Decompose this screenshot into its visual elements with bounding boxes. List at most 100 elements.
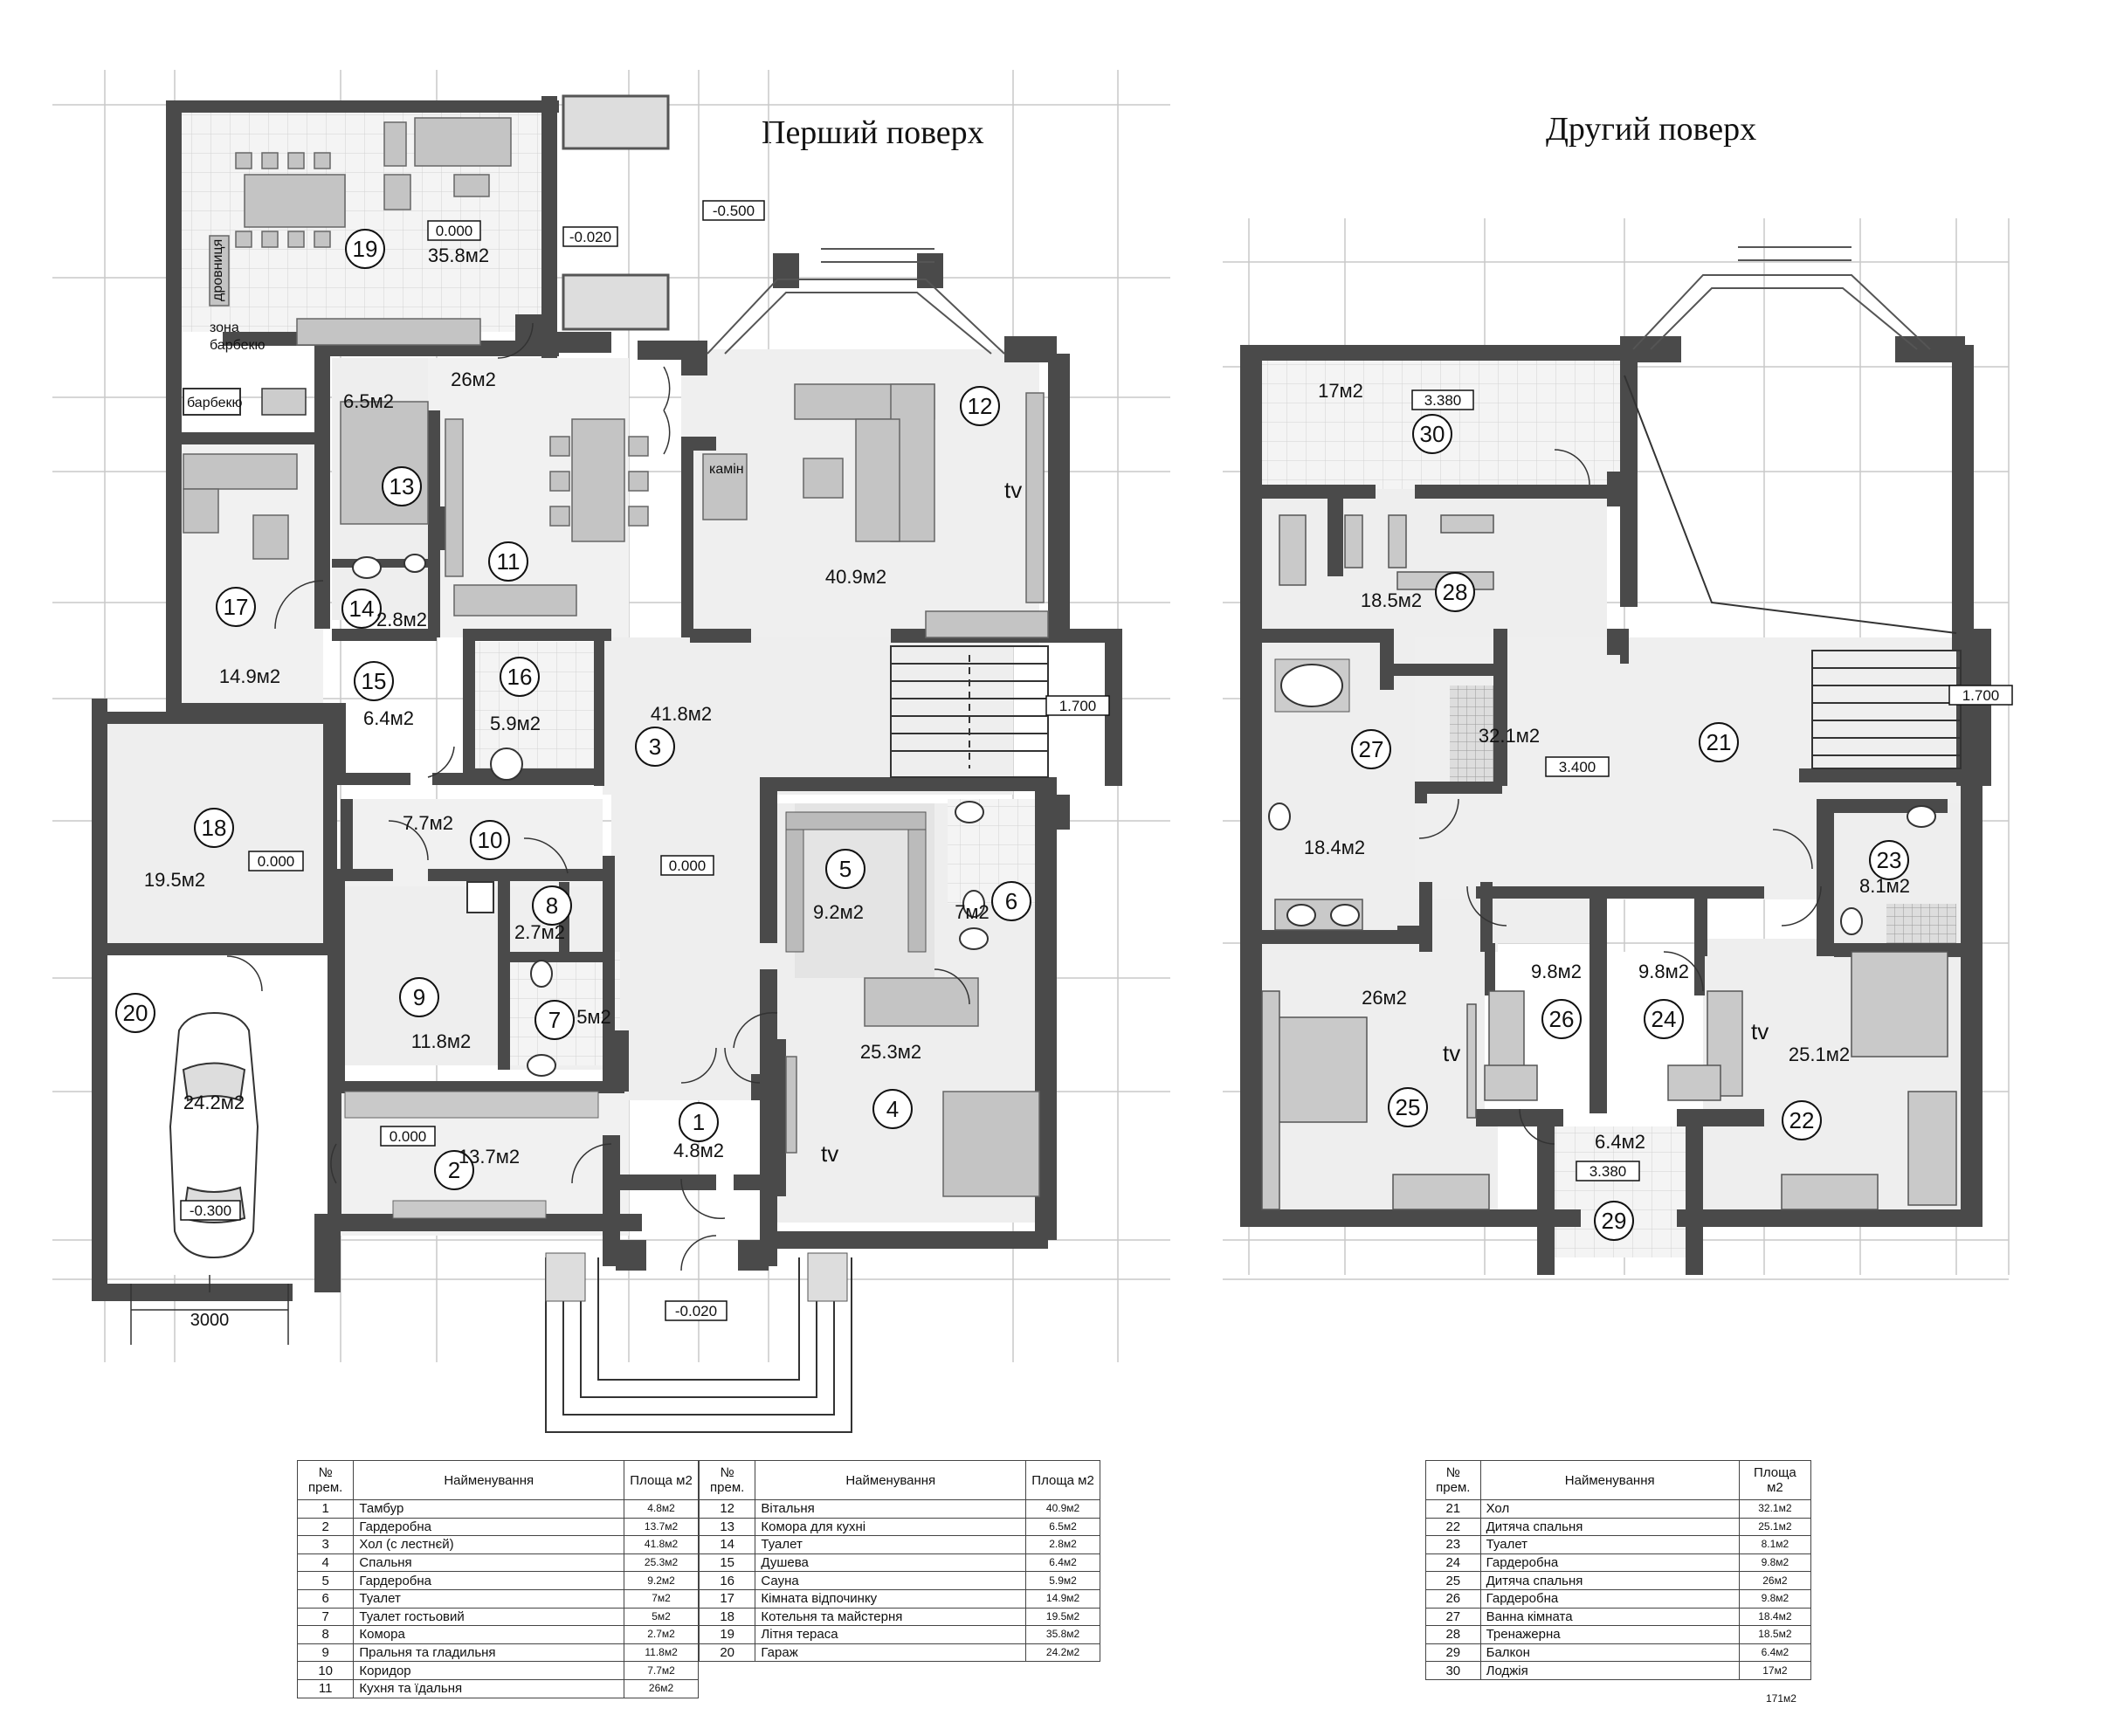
room-number-circle	[960, 386, 1000, 426]
room-number-circle	[470, 820, 510, 860]
level-planter: -0.020	[569, 229, 611, 245]
floor1-heading: Перший поверх	[762, 114, 984, 151]
room-number: 24	[1652, 1006, 1677, 1032]
room-name-cell: Туалет	[353, 1588, 625, 1609]
room-num-cell: 15	[698, 1553, 756, 1573]
room-area-cell: 6.5м2	[1025, 1517, 1100, 1537]
room-number-circle	[434, 1150, 474, 1190]
level-balcony: 3.380	[1589, 1163, 1627, 1180]
room-area-cell: 2.8м2	[1025, 1535, 1100, 1554]
room-area: 13.7м2	[459, 1146, 520, 1168]
room-num-cell: 1	[296, 1499, 355, 1519]
room-area-cell: 8.1м2	[1738, 1535, 1812, 1554]
room-name-cell: Коридор	[353, 1661, 625, 1680]
room-area-cell: 11.8м2	[624, 1643, 699, 1663]
col-name: Найменування	[755, 1460, 1027, 1500]
room-area: 11.8м2	[411, 1030, 472, 1052]
room-name-cell: Хол	[1479, 1499, 1740, 1519]
room-area-cell: 40.9м2	[1025, 1499, 1100, 1519]
room-number: 30	[1420, 421, 1445, 447]
room-num-cell: 28	[1425, 1625, 1481, 1644]
room-area-cell: 25.1м2	[1738, 1517, 1812, 1537]
room-name-cell: Пральня та гладильня	[353, 1643, 625, 1663]
room-name-cell: Душева	[755, 1553, 1027, 1573]
room-number-circle	[488, 541, 528, 582]
room-area-cell: 7.7м2	[624, 1661, 699, 1680]
room-number: 29	[1602, 1208, 1627, 1234]
room-num-cell: 10	[296, 1661, 355, 1680]
room-area-cell: 19.5м2	[1025, 1607, 1100, 1627]
floor2-heading: Другий поверх	[1546, 111, 1757, 148]
col-area: Площа м2	[624, 1460, 699, 1500]
room-number-circle	[1782, 1100, 1822, 1140]
room-area-cell: 24.2м2	[1025, 1643, 1100, 1663]
room-name-cell: Дитяча спальня	[1479, 1517, 1740, 1537]
col-num: № прем.	[296, 1460, 355, 1500]
room-number: 27	[1359, 736, 1384, 762]
bbq-zone-label-1: зона	[210, 320, 239, 335]
room-num-cell: 22	[1425, 1517, 1481, 1537]
room-number: 22	[1789, 1107, 1815, 1133]
col-area: Площа м2	[1025, 1460, 1100, 1500]
room-num-cell: 4	[296, 1553, 355, 1573]
room-num-cell: 24	[1425, 1553, 1481, 1573]
level-wardrobe2: 0.000	[390, 1128, 427, 1145]
col-name: Найменування	[353, 1460, 625, 1500]
room-area-cell: 35.8м2	[1025, 1625, 1100, 1644]
room-num-cell: 16	[698, 1571, 756, 1590]
room-area-cell: 17м2	[1738, 1661, 1812, 1680]
level-stair1: 1.700	[1059, 698, 1097, 714]
room-number-circle	[991, 881, 1031, 921]
room-number-circle	[345, 229, 385, 269]
room-name-cell: Балкон	[1479, 1643, 1740, 1663]
room-area-cell: 26м2	[1738, 1571, 1812, 1590]
room-number-circle	[532, 885, 572, 926]
room-area-cell: 32.1м2	[1738, 1499, 1812, 1519]
room-num-cell: 17	[698, 1588, 756, 1609]
room-name-cell: Гардеробна	[353, 1571, 625, 1590]
garage-dimension: 3000	[190, 1311, 230, 1330]
room-number-circle	[399, 977, 439, 1017]
room-name-cell: Тамбур	[353, 1499, 625, 1519]
room-number: 3	[649, 734, 661, 760]
room-number: 23	[1877, 847, 1902, 873]
room-area: 2.7м2	[514, 921, 565, 943]
room-num-cell: 29	[1425, 1643, 1481, 1663]
room-name-cell: Вітальня	[755, 1499, 1027, 1519]
room-number: 13	[390, 473, 415, 499]
room-area: 17м2	[1318, 380, 1363, 402]
room-area: 5м2	[576, 1006, 611, 1028]
room-name-cell: Дитяча спальня	[1479, 1571, 1740, 1590]
room-area: 9.8м2	[1638, 961, 1689, 982]
room-num-cell: 26	[1425, 1588, 1481, 1609]
room-number-circle	[115, 993, 155, 1033]
room-area-cell: 18.4м2	[1738, 1607, 1812, 1627]
room-number: 11	[497, 548, 521, 575]
room-area-cell: 6.4м2	[1738, 1643, 1812, 1663]
room-area: 8.1м2	[1859, 875, 1910, 897]
room-number-circle	[825, 849, 865, 889]
room-number: 8	[546, 892, 558, 919]
room-name-cell: Комора	[353, 1625, 625, 1644]
tv-label-living: tv	[1004, 477, 1022, 503]
room-name-cell: Спальня	[353, 1553, 625, 1573]
room-area-cell: 18.5м2	[1738, 1625, 1812, 1644]
